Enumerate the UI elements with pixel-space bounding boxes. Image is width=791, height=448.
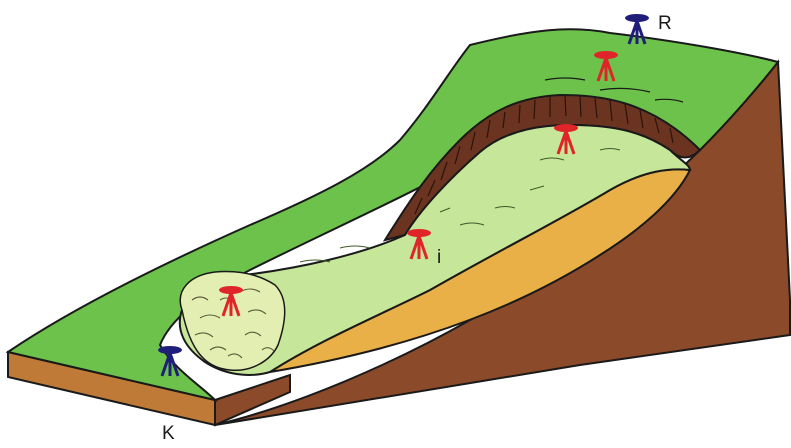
label-reference: R xyxy=(658,14,672,33)
label-instrument: i xyxy=(437,248,441,267)
label-control: K xyxy=(162,424,175,443)
